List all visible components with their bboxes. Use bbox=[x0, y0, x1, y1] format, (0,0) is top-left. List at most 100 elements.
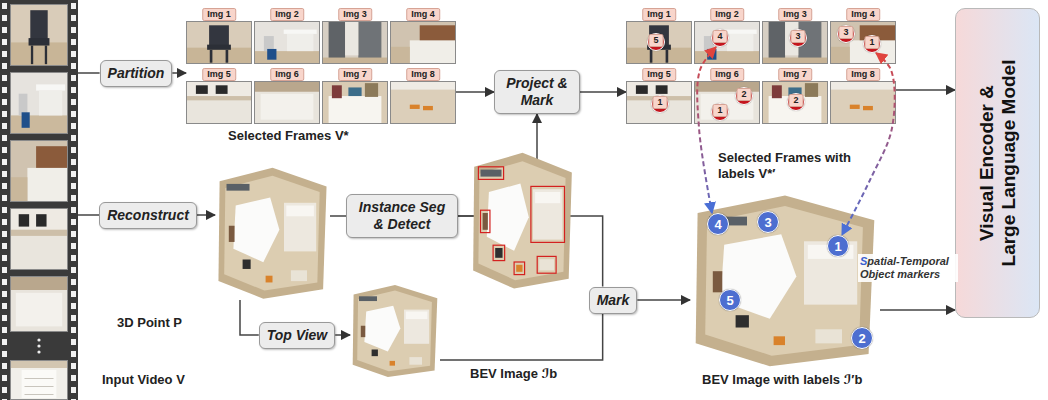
process-box: Mark bbox=[589, 287, 638, 314]
photo-background bbox=[626, 21, 692, 64]
frame-tag: Img 6 bbox=[270, 68, 304, 81]
photo-object bbox=[267, 49, 276, 60]
sprocket-hole bbox=[71, 375, 76, 381]
frame-tag: Img 5 bbox=[202, 68, 236, 81]
correspondence-arrow bbox=[842, 53, 895, 235]
sprocket-hole bbox=[2, 111, 7, 117]
detection-box bbox=[537, 256, 556, 273]
sprocket-hole bbox=[2, 267, 7, 273]
flow-arrow bbox=[240, 300, 259, 335]
sprocket-hole bbox=[2, 39, 7, 45]
photo-object bbox=[420, 25, 456, 42]
marker-number: 3 bbox=[764, 215, 771, 230]
sprocket-hole bbox=[2, 375, 7, 381]
sprocket-hole bbox=[2, 51, 7, 57]
photo-border bbox=[11, 277, 68, 332]
frame-tile: Img 612 bbox=[694, 68, 760, 124]
photo-object bbox=[261, 94, 314, 120]
frame-tag: Img 5 bbox=[642, 68, 676, 81]
sprocket-hole bbox=[71, 171, 76, 177]
room-floor bbox=[705, 206, 863, 356]
room-render bbox=[473, 153, 572, 289]
frame-tile: Img 2 4 bbox=[694, 8, 760, 64]
photo-object bbox=[196, 85, 208, 94]
photo-border bbox=[255, 82, 320, 124]
sprocket-hole bbox=[71, 399, 76, 400]
photo-frame bbox=[626, 81, 692, 124]
frame-tile: Img 5 1 bbox=[626, 68, 692, 124]
photo-border bbox=[391, 22, 456, 64]
photo-background bbox=[10, 208, 68, 270]
frame-tag: Img 1 bbox=[202, 8, 236, 21]
photo-background bbox=[626, 81, 692, 124]
flow-arrow bbox=[78, 214, 99, 216]
photo-object bbox=[29, 38, 50, 45]
sprocket-hole bbox=[2, 219, 7, 225]
sprocket-hole bbox=[2, 123, 7, 129]
photo-object bbox=[329, 96, 382, 124]
marker-number: 5 bbox=[648, 34, 663, 47]
sprocket-hole bbox=[2, 291, 7, 297]
sprocket-hole bbox=[2, 363, 7, 369]
object-marker: 4 bbox=[711, 29, 729, 47]
photo-object bbox=[10, 276, 68, 290]
photo-object bbox=[30, 10, 47, 41]
photo-object bbox=[31, 46, 33, 65]
photo-background bbox=[254, 81, 320, 124]
frame-tag: Img 3 bbox=[778, 8, 812, 21]
photo-frame bbox=[10, 276, 68, 332]
photo-background bbox=[390, 21, 456, 64]
object-marker: 3 bbox=[837, 25, 855, 43]
point-cloud-image: 3D Point P bbox=[215, 165, 330, 300]
flow-arrow bbox=[880, 309, 955, 311]
sprocket-hole bbox=[71, 111, 76, 117]
process-box: Partition bbox=[100, 60, 173, 87]
photo-object bbox=[348, 87, 361, 96]
photo-object bbox=[724, 30, 757, 34]
sprocket-hole bbox=[71, 207, 76, 213]
object-marker: 3 bbox=[789, 29, 807, 47]
sprocket-hole bbox=[71, 147, 76, 153]
sprocket-hole bbox=[71, 27, 76, 33]
marker-number: 4 bbox=[712, 30, 727, 43]
room-render bbox=[696, 196, 875, 367]
photo-object bbox=[19, 214, 29, 226]
model-label: Visual Encoder & Large Language Model bbox=[976, 58, 1020, 268]
room-hole bbox=[233, 197, 279, 262]
sprocket-hole bbox=[2, 147, 7, 153]
sprocket-hole bbox=[71, 303, 76, 309]
photo-frame bbox=[322, 81, 388, 124]
object-marker: 2 bbox=[735, 87, 753, 105]
top-view-image: BEV Image ℐb bbox=[350, 283, 440, 378]
frame-tag: Img 2 bbox=[710, 8, 744, 21]
photo-object bbox=[22, 370, 57, 398]
photo-background bbox=[322, 81, 388, 124]
room-furniture bbox=[495, 248, 502, 258]
sprocket-hole bbox=[2, 159, 7, 165]
photo-object bbox=[10, 42, 68, 66]
photo-background bbox=[694, 81, 760, 124]
photo-frame bbox=[830, 81, 896, 124]
sprocket-hole bbox=[2, 171, 7, 177]
photo-border bbox=[831, 82, 896, 124]
photo-object bbox=[830, 81, 896, 90]
sprocket-hole bbox=[71, 15, 76, 21]
object-marker: 1 bbox=[651, 95, 669, 113]
sprocket-hole bbox=[71, 123, 76, 129]
photo-border bbox=[323, 22, 388, 64]
sprocket-hole bbox=[71, 339, 76, 345]
sprocket-hole bbox=[71, 63, 76, 69]
marker-number: 5 bbox=[726, 293, 733, 308]
frame-tile: Img 5 bbox=[186, 68, 252, 124]
photo-border bbox=[255, 22, 320, 64]
bev-labeled-image: BEV Image with labels ℐ′b43152 bbox=[690, 192, 880, 368]
photo-background bbox=[762, 21, 828, 64]
box-label: Reconstruct bbox=[107, 207, 189, 224]
photo-border bbox=[763, 82, 828, 124]
photo-frame bbox=[10, 4, 68, 66]
sprocket-hole bbox=[2, 279, 7, 285]
flow-arrow bbox=[637, 299, 690, 301]
room-hole bbox=[364, 306, 400, 352]
room-furniture bbox=[361, 326, 366, 337]
